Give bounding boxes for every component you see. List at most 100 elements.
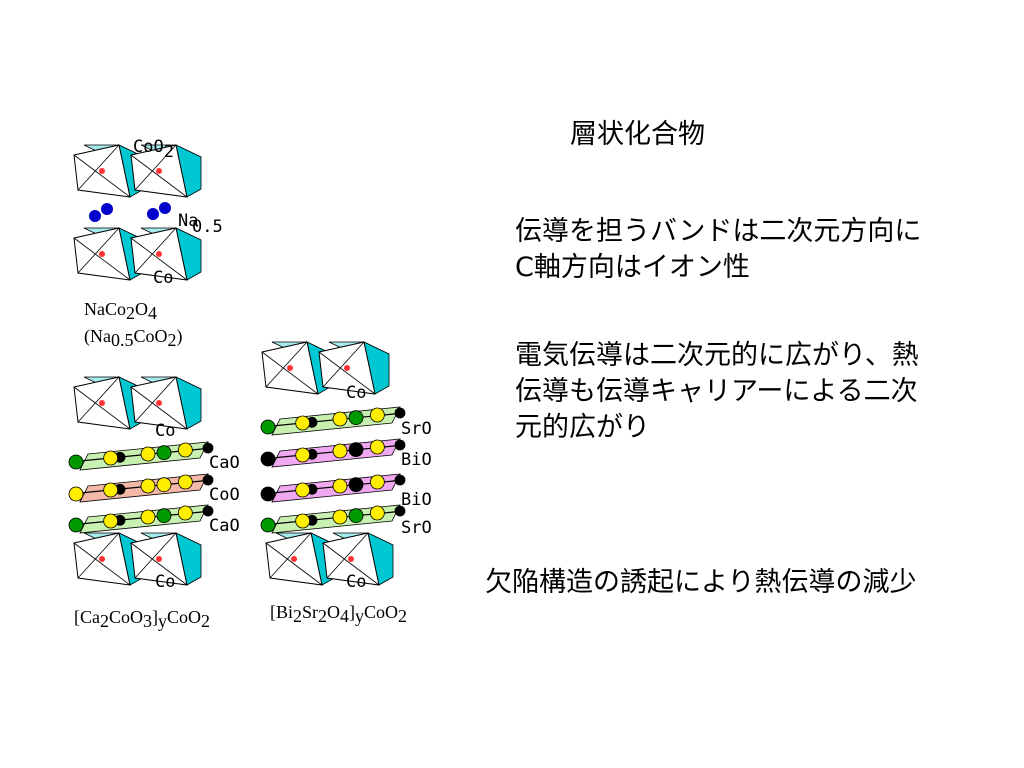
atom xyxy=(260,517,276,533)
cao-label-upper: CaO xyxy=(209,453,240,473)
paragraph-line: C軸方向はイオン性 xyxy=(515,252,750,283)
sodium-atom xyxy=(101,203,113,215)
na05coo2-formula: (Na0.5CoO2) xyxy=(84,326,183,350)
octahedron-edge xyxy=(77,532,120,579)
cobalt-atom xyxy=(99,251,105,257)
naco2o4-formula: NaCo2O4 xyxy=(84,299,157,323)
cobalt-atom xyxy=(156,400,162,406)
octahedron-edge xyxy=(77,144,120,191)
atom xyxy=(103,482,119,498)
na-amount-label: 0.5 xyxy=(192,217,223,237)
bio-label-upper: BiO xyxy=(401,450,432,470)
co-label-ca-top: Co xyxy=(155,421,175,441)
atom xyxy=(332,411,348,427)
crystal-structure-diagram: CoO2 Na 0.5 Co NaCo2O4 (Na0.5CoO2) Co Ca… xyxy=(68,137,432,631)
atom xyxy=(348,508,364,524)
octahedron-edge xyxy=(322,542,380,586)
co-label-ca-bottom: Co xyxy=(155,572,175,592)
atom xyxy=(348,410,364,426)
atom xyxy=(177,474,193,490)
bi-structure xyxy=(260,341,406,586)
na-label: Na xyxy=(178,211,198,231)
octahedron-edge xyxy=(73,542,131,586)
paragraph-line: 元的広がり xyxy=(515,412,650,443)
atom xyxy=(394,407,406,419)
cobalt-atom xyxy=(99,400,105,406)
naco2o4-structure xyxy=(73,144,202,281)
octahedron-edge xyxy=(322,341,365,388)
atom xyxy=(295,447,311,463)
co-label: Co xyxy=(153,268,173,288)
octahedron-edge xyxy=(265,341,308,388)
atom xyxy=(177,442,193,458)
octahedron-edge xyxy=(265,542,323,586)
atom xyxy=(68,486,84,502)
octahedron-edge xyxy=(261,351,319,395)
atom xyxy=(369,439,385,455)
paragraph-line: 伝導も伝導キャリアーによる二次 xyxy=(515,376,918,407)
atom xyxy=(348,442,364,458)
atom xyxy=(369,407,385,423)
conclusion-text: 欠陥構造の誘起により熱伝導の減少 xyxy=(485,567,917,598)
atom xyxy=(332,509,348,525)
cobalt-atom xyxy=(348,556,354,562)
atom xyxy=(332,443,348,459)
paragraph-line: 電気伝導は二次元的に広がり、熱 xyxy=(515,340,919,371)
octahedron-edge xyxy=(134,376,177,423)
octahedron-edge xyxy=(134,144,177,191)
octahedron-edge xyxy=(130,386,188,430)
octahedron-edge xyxy=(134,227,177,274)
ca-formula: [Ca2CoO3]yCoO2 xyxy=(74,607,210,631)
cobalt-atom xyxy=(156,251,162,257)
atom xyxy=(348,477,364,493)
bi-formula: [Bi2Sr2O4]yCoO2 xyxy=(270,602,407,626)
atom xyxy=(202,442,214,454)
octahedron-edge xyxy=(318,351,376,395)
atom xyxy=(140,446,156,462)
atom xyxy=(369,505,385,521)
atom xyxy=(260,419,276,435)
atom xyxy=(103,513,119,529)
octahedron-edge xyxy=(77,227,120,274)
octahedron-edge xyxy=(269,532,312,579)
atom xyxy=(394,474,406,486)
cobalt-atom xyxy=(287,365,293,371)
atom xyxy=(295,415,311,431)
sodium-atom xyxy=(159,202,171,214)
octahedron-edge xyxy=(73,386,131,430)
co-label-bi-top: Co xyxy=(346,383,366,403)
atom xyxy=(68,517,84,533)
cobalt-atom xyxy=(344,365,350,371)
coo-label: CoO xyxy=(209,485,240,505)
octahedron-edge xyxy=(77,376,120,423)
octahedron-edge xyxy=(134,532,177,579)
bio-label-lower: BiO xyxy=(401,490,432,510)
slide-title: 層状化合物 xyxy=(570,119,705,150)
paragraph-thermal-conduction: 電気伝導は二次元的に広がり、熱 伝導も伝導キャリアーによる二次 元的広がり xyxy=(515,338,919,446)
atom xyxy=(369,474,385,490)
paragraph-band-conduction: 伝導を担うバンドは二次元方向に C軸方向はイオン性 xyxy=(515,214,921,286)
atom xyxy=(156,477,172,493)
octahedron-edge xyxy=(130,237,188,281)
atom xyxy=(295,513,311,529)
octahedron-edge xyxy=(130,154,188,198)
cobalt-atom xyxy=(156,168,162,174)
co-label-bi-bottom: Co xyxy=(346,572,366,592)
atom xyxy=(140,509,156,525)
coo2-label: CoO2 xyxy=(133,137,174,162)
octahedron-edge xyxy=(73,154,131,198)
atom xyxy=(103,450,119,466)
atom xyxy=(156,445,172,461)
atom xyxy=(156,508,172,524)
sodium-atom xyxy=(89,210,101,222)
atom xyxy=(394,505,406,517)
octahedron-edge xyxy=(73,237,131,281)
octahedron-edge xyxy=(130,542,188,586)
cobalt-atom xyxy=(156,556,162,562)
atom xyxy=(177,505,193,521)
octahedron-edge xyxy=(326,532,369,579)
sro-label-lower: SrO xyxy=(401,518,432,538)
sro-label-upper: SrO xyxy=(401,419,432,439)
atom xyxy=(260,486,276,502)
